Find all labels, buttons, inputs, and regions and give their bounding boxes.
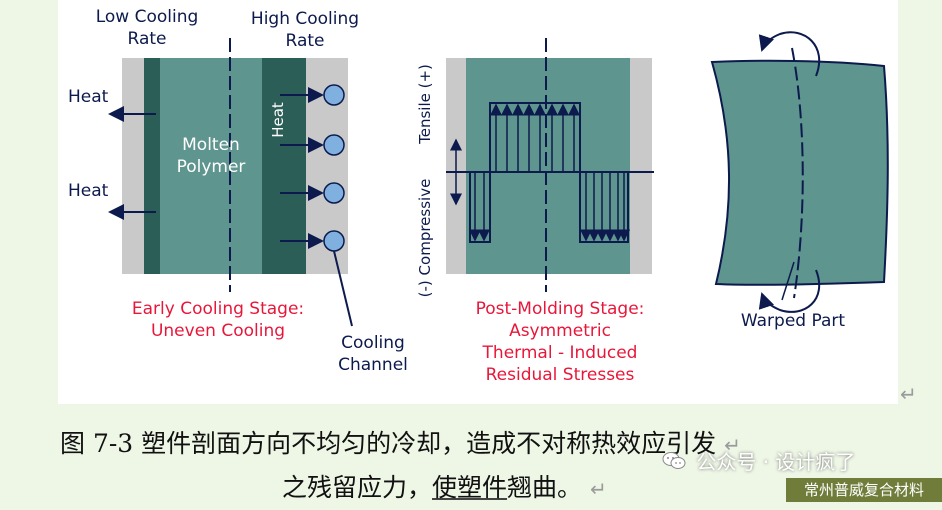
stress-profile [469,102,629,243]
figure-caption: 图 7-3 塑件剖面方向不均匀的冷却，造成不对称热效应引发 ↵ 之残留应力，使塑… [0,412,942,510]
watermark: 公众号 · 设计疯了 [662,446,912,476]
mold-wall-gray-left [122,58,144,274]
cooling-channel-4 [323,230,345,252]
compressive-axis-label: (-) Compressive [416,178,434,298]
caption-line-2a: 之残留应力， [282,473,433,502]
cooling-channel-2 [323,134,345,156]
compressive-arrows-right [580,172,630,242]
cooling-channel-3 [323,182,345,204]
watermark-text: 公众号 · 设计疯了 [696,450,856,474]
warped-centerline [791,47,804,299]
warped-part-diagram [710,31,889,313]
return-mark-figure: ↵ [900,382,917,406]
heat-label-lower: Heat [68,181,109,201]
early-cooling-diagram [108,38,353,327]
tensile-arrows [490,103,580,172]
figure-panel: Low Cooling Rate High Cooling Rate Heat … [58,0,898,404]
brand-label: 常州普威复合材料 [786,478,942,502]
caption-line-2c: 翘曲。 [507,473,583,502]
heat-label-upper: Heat [68,87,109,107]
caption-line-1: 图 7-3 塑件剖面方向不均匀的冷却，造成不对称热效应引发 [60,429,717,458]
warped-part-label: Warped Part [740,311,846,331]
molten-polymer-label: Molten Polymer [176,135,246,177]
low-cooling-rate-label: Low Cooling Rate [95,7,199,49]
warp-arrow-top [758,31,821,77]
cooling-channel-1 [323,84,345,106]
warp-arrow-bottom [758,269,821,313]
return-mark-line1: ↵ [724,433,741,457]
warped-part-shape [710,59,889,286]
caption-line-2b: 使塑件 [432,473,508,502]
solid-skin-low-rate [144,58,160,274]
post-molding-stage-label: Post-Molding Stage: Asymmetric Thermal -… [475,299,645,385]
molten-core [160,58,262,274]
stress-diagram [108,31,889,327]
residual-stress-diagram [446,38,654,292]
cooling-channel-label: Cooling Channel [338,333,408,375]
tensile-axis-label: Tensile (+) [416,64,434,144]
heat-inner-label: Heat [269,102,287,138]
cooling-channel-leader [333,250,353,327]
high-cooling-rate-label: High Cooling Rate [250,9,360,51]
wechat-icon [662,451,686,469]
return-mark-line2: ↵ [590,477,607,501]
early-cooling-stage-label: Early Cooling Stage: Uneven Cooling [131,299,305,341]
warped-part-leader [781,261,795,301]
compressive-arrows-left [469,172,490,242]
